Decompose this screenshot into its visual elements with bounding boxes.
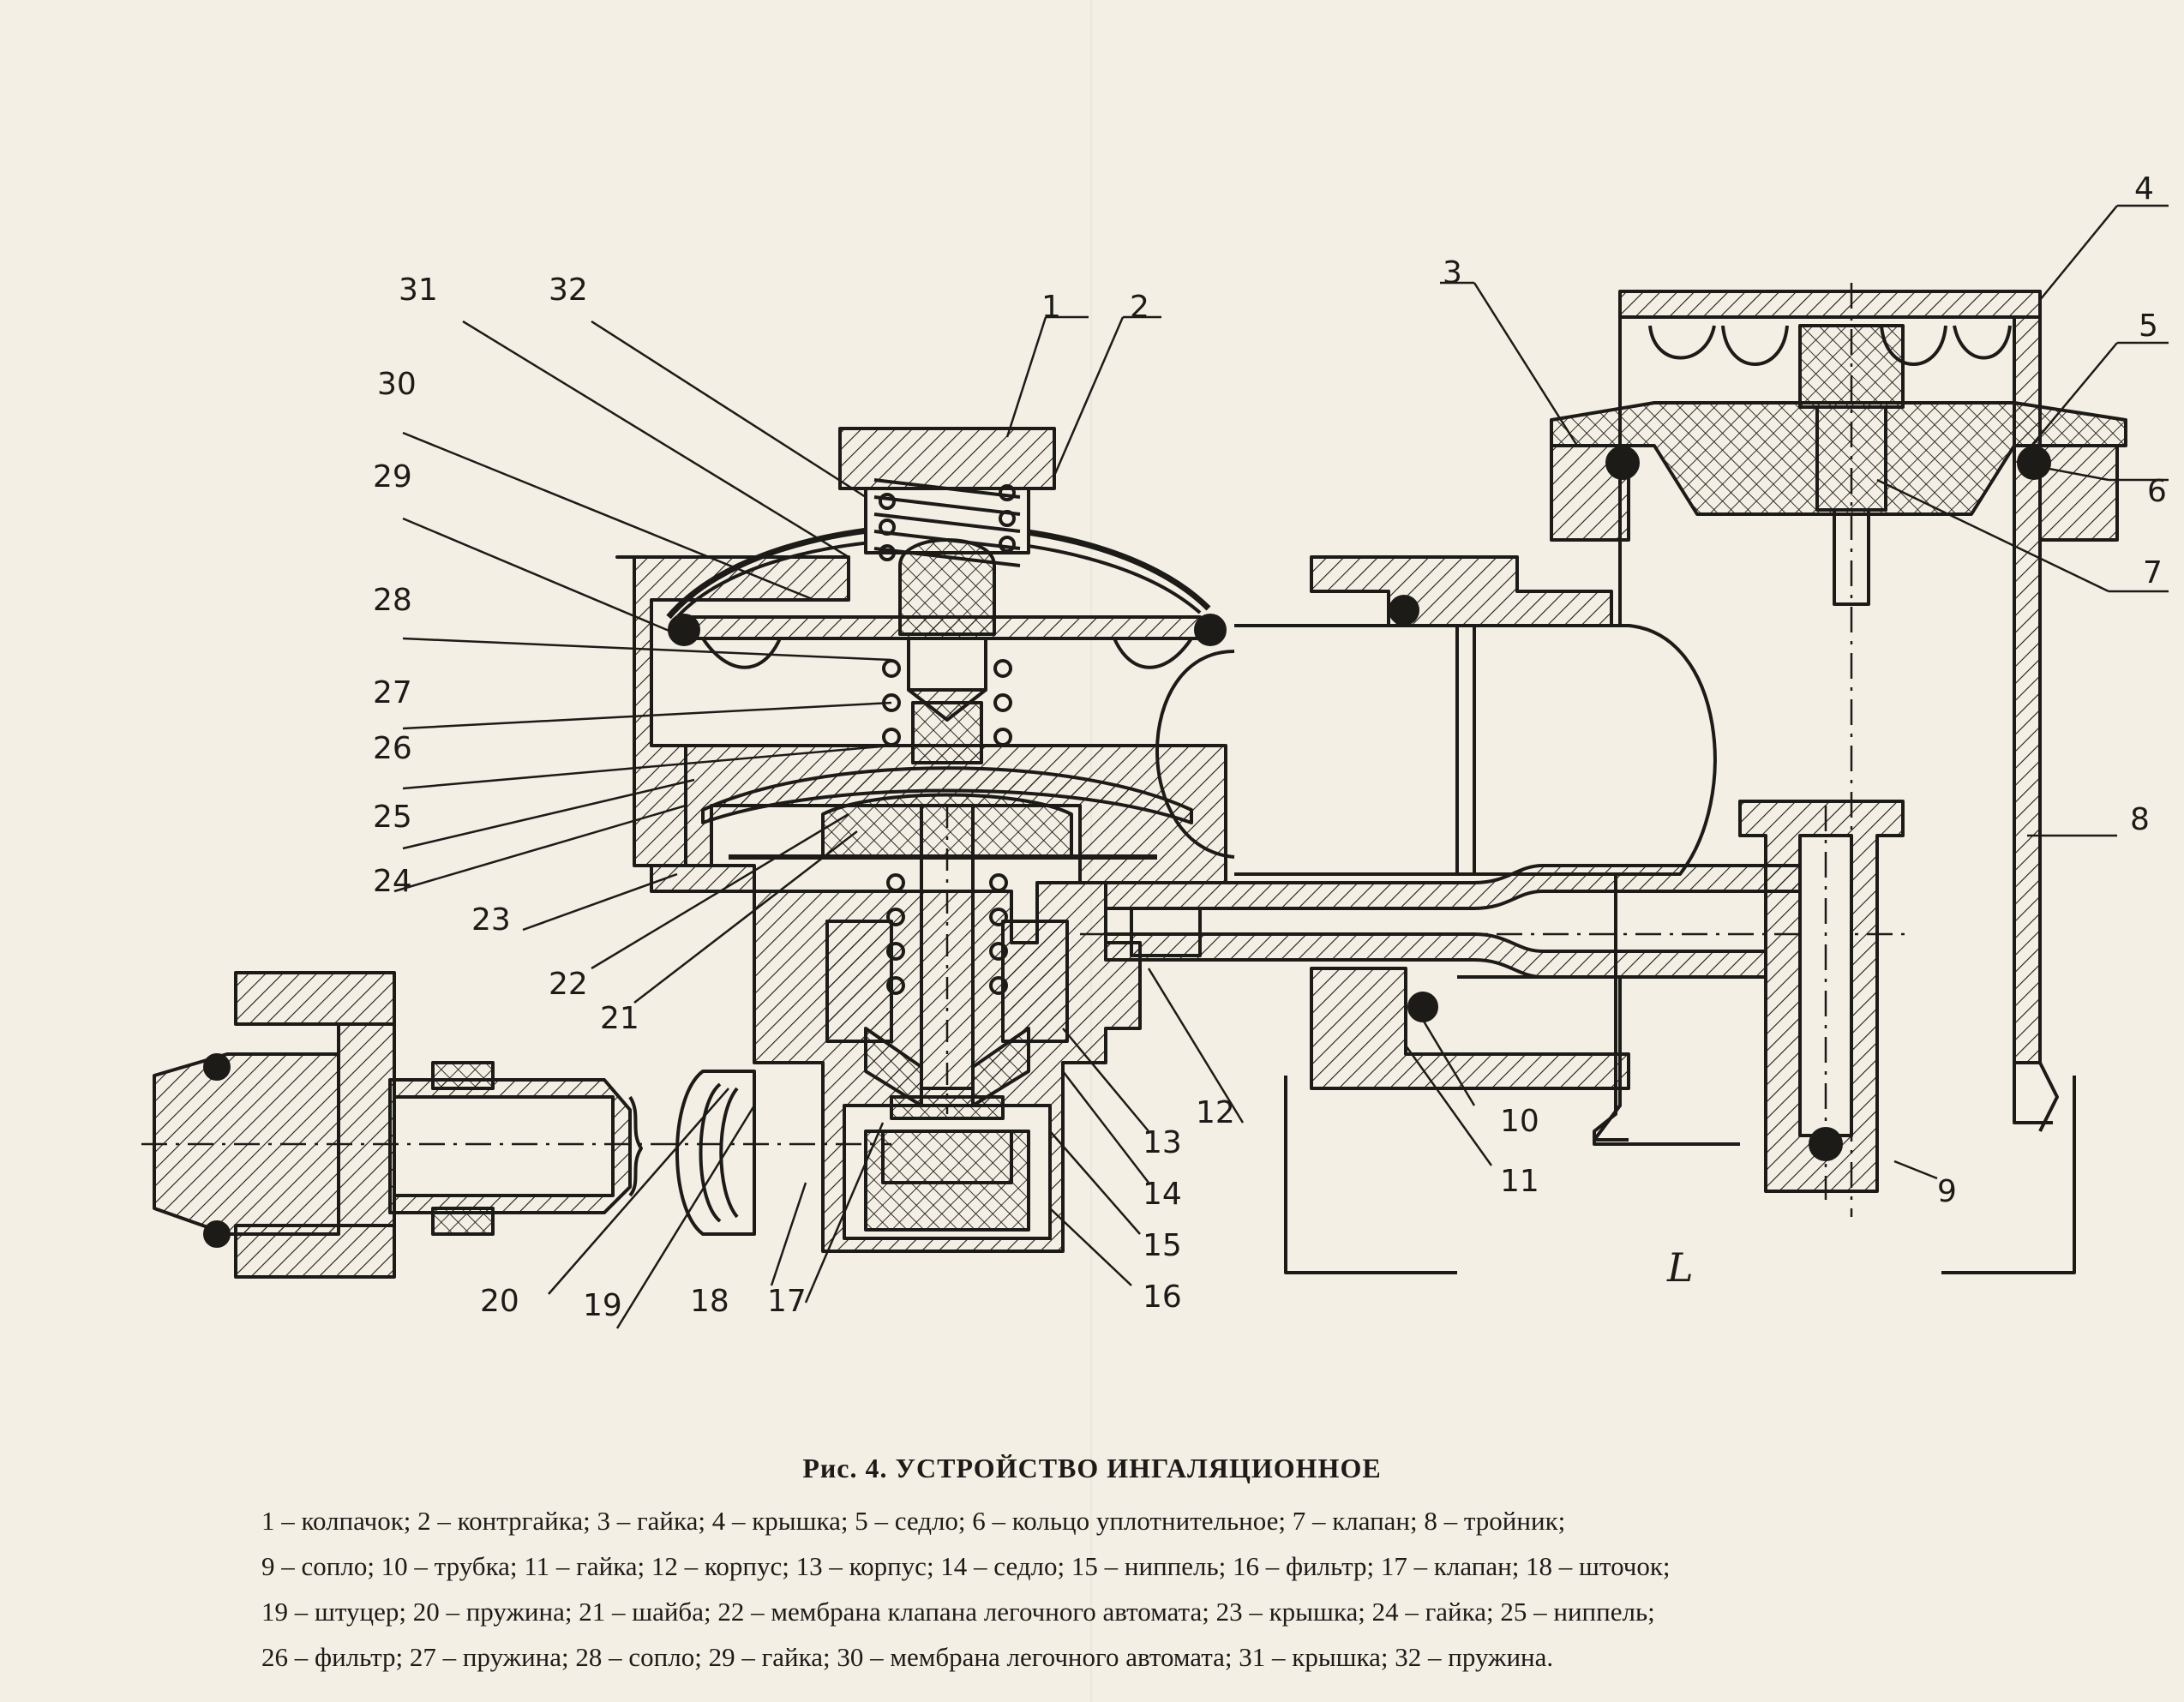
callout-13: 13 [1143, 1125, 1182, 1160]
legend-line-4: 26 – фильтр; 27 – пружина; 28 – сопло; 2… [261, 1642, 1554, 1672]
inlet-nut [153, 971, 396, 1279]
figure-legend: 1 – колпачок; 2 – контргайка; 3 – гайка;… [261, 1498, 2079, 1680]
callout-30: 30 [377, 367, 417, 402]
callout-21: 21 [600, 1001, 639, 1036]
callout-22: 22 [549, 967, 588, 1002]
callout-4: 4 [2134, 171, 2154, 207]
legend-line-1: 1 – колпачок; 2 – контргайка; 3 – гайка;… [261, 1506, 1566, 1536]
callout-3: 3 [1443, 255, 1462, 291]
figure-title: Рис. 4. УСТРОЙСТВО ИНГАЛЯЦИОННОЕ [802, 1453, 1382, 1483]
callout-14: 14 [1143, 1177, 1182, 1212]
callout-11: 11 [1500, 1164, 1539, 1199]
valve-7 [1798, 324, 1905, 606]
callout-19: 19 [583, 1288, 622, 1323]
callout-24: 24 [373, 864, 412, 899]
callout-12: 12 [1196, 1095, 1235, 1130]
legend-line-3: 19 – штуцер; 20 – пружина; 21 – шайба; 2… [261, 1597, 1655, 1627]
inlet-union [388, 1061, 643, 1236]
dimension-l [1284, 1076, 2076, 1274]
valve-stack [882, 538, 1012, 764]
callout-6: 6 [2147, 474, 2167, 509]
callout-28: 28 [373, 583, 412, 618]
tube-10 [1080, 864, 1911, 979]
callout-31: 31 [399, 273, 438, 308]
callout-17: 17 [767, 1284, 807, 1319]
callout-26: 26 [373, 731, 412, 766]
callout-27: 27 [373, 675, 412, 710]
callout-10: 10 [1500, 1104, 1539, 1139]
leader-lines [393, 204, 2169, 1329]
callout-labels: 1 2 3 4 5 6 7 8 9 10 11 12 13 14 15 16 1… [373, 171, 2167, 1323]
legend-line-2: 9 – сопло; 10 – трубка; 11 – гайка; 12 –… [261, 1551, 1671, 1581]
callout-2: 2 [1130, 290, 1149, 325]
callout-5: 5 [2139, 309, 2158, 344]
membrane-22 [701, 766, 1193, 1114]
tee-outlet [1593, 874, 2053, 1146]
callout-9: 9 [1937, 1174, 1957, 1209]
callout-16: 16 [1143, 1279, 1182, 1315]
callout-1: 1 [1041, 290, 1061, 325]
nozzle-9 [1738, 800, 1905, 1200]
nipple-15 [825, 920, 1069, 1184]
callout-15: 15 [1143, 1228, 1182, 1263]
callout-23: 23 [471, 902, 511, 938]
callout-25: 25 [373, 800, 412, 835]
callout-32: 32 [549, 273, 588, 308]
upper-coupling [1310, 555, 1630, 1142]
dimension-label: L [1666, 1244, 1694, 1291]
callout-29: 29 [373, 459, 412, 494]
spring-20 [886, 873, 1008, 995]
mixing-chamber [1155, 624, 1717, 876]
inhalation-device-drawing: 1 2 3 4 5 6 7 8 9 10 11 12 13 14 15 16 1… [141, 171, 2169, 1329]
callout-18: 18 [690, 1284, 729, 1319]
fitting-19 [675, 1070, 756, 1236]
callout-8: 8 [2130, 802, 2150, 837]
callout-7: 7 [2143, 555, 2163, 590]
callout-20: 20 [480, 1284, 519, 1319]
